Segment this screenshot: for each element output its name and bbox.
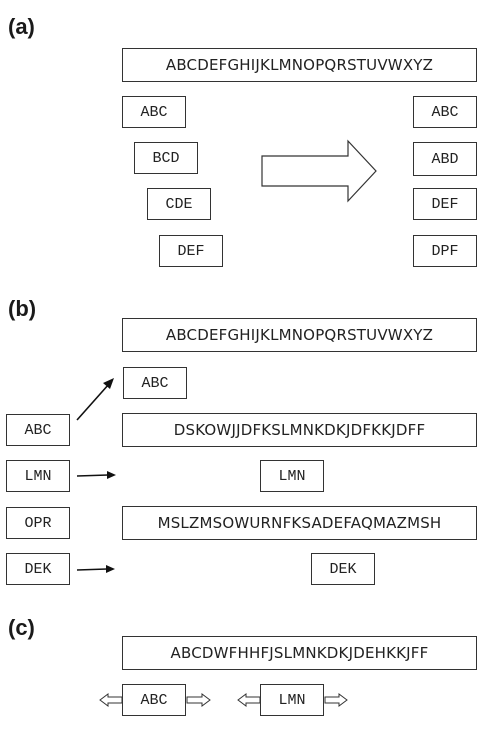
panel-c-anchor-1-left-arrow bbox=[99, 693, 123, 707]
panel-b-arrow-dek bbox=[76, 565, 115, 573]
panel-c-anchor-1: ABC bbox=[122, 684, 186, 716]
panel-a-label: (a) bbox=[8, 14, 35, 39]
panel-b-match-abc: ABC bbox=[123, 367, 187, 399]
panel-b-label: (b) bbox=[8, 296, 37, 321]
panel-b-read-opr: OPR bbox=[6, 507, 70, 539]
panel-b-sequence-3: MSLZMSOWURNFKSADEFAQMAZMSH bbox=[122, 506, 477, 540]
panel-c-anchor-2-right-arrow bbox=[324, 693, 348, 707]
panel-b-match-lmn: LMN bbox=[260, 460, 324, 492]
panel-a-right-read-1: ABC bbox=[413, 96, 477, 128]
panel-c-reference-sequence: ABCDWFHHFJSLMNKDKJDEHKKJFF bbox=[122, 636, 477, 670]
panel-a-right-read-2: ABD bbox=[413, 142, 477, 176]
panel-b-reference-sequence: ABCDEFGHIJKLMNOPQRSTUVWXYZ bbox=[122, 318, 477, 352]
panel-b-read-lmn: LMN bbox=[6, 460, 70, 492]
panel-c-anchor-1-right-arrow bbox=[186, 693, 211, 707]
panel-b-arrow-lmn bbox=[76, 471, 116, 479]
panel-a-left-read-3: CDE bbox=[147, 188, 211, 220]
panel-c-anchor-2: LMN bbox=[260, 684, 324, 716]
panel-a-left-read-4: DEF bbox=[159, 235, 223, 267]
panel-b-match-dek: DEK bbox=[311, 553, 375, 585]
panel-a-left-read-1: ABC bbox=[122, 96, 186, 128]
panel-b-read-abc: ABC bbox=[6, 414, 70, 446]
panel-b-arrow-abc bbox=[76, 378, 114, 421]
panel-b-sequence-2: DSKOWJJDFKSLMNKDKJDFKKJDFF bbox=[122, 413, 477, 447]
panel-a-right-read-3: DEF bbox=[413, 188, 477, 220]
panel-b-read-dek: DEK bbox=[6, 553, 70, 585]
panel-a-transform-arrow bbox=[261, 139, 377, 203]
panel-a-reference-sequence: ABCDEFGHIJKLMNOPQRSTUVWXYZ bbox=[122, 48, 477, 82]
panel-a-left-read-2: BCD bbox=[134, 142, 198, 174]
panel-a-right-read-4: DPF bbox=[413, 235, 477, 267]
panel-c-anchor-2-left-arrow bbox=[237, 693, 261, 707]
panel-c-label: (c) bbox=[8, 615, 35, 640]
